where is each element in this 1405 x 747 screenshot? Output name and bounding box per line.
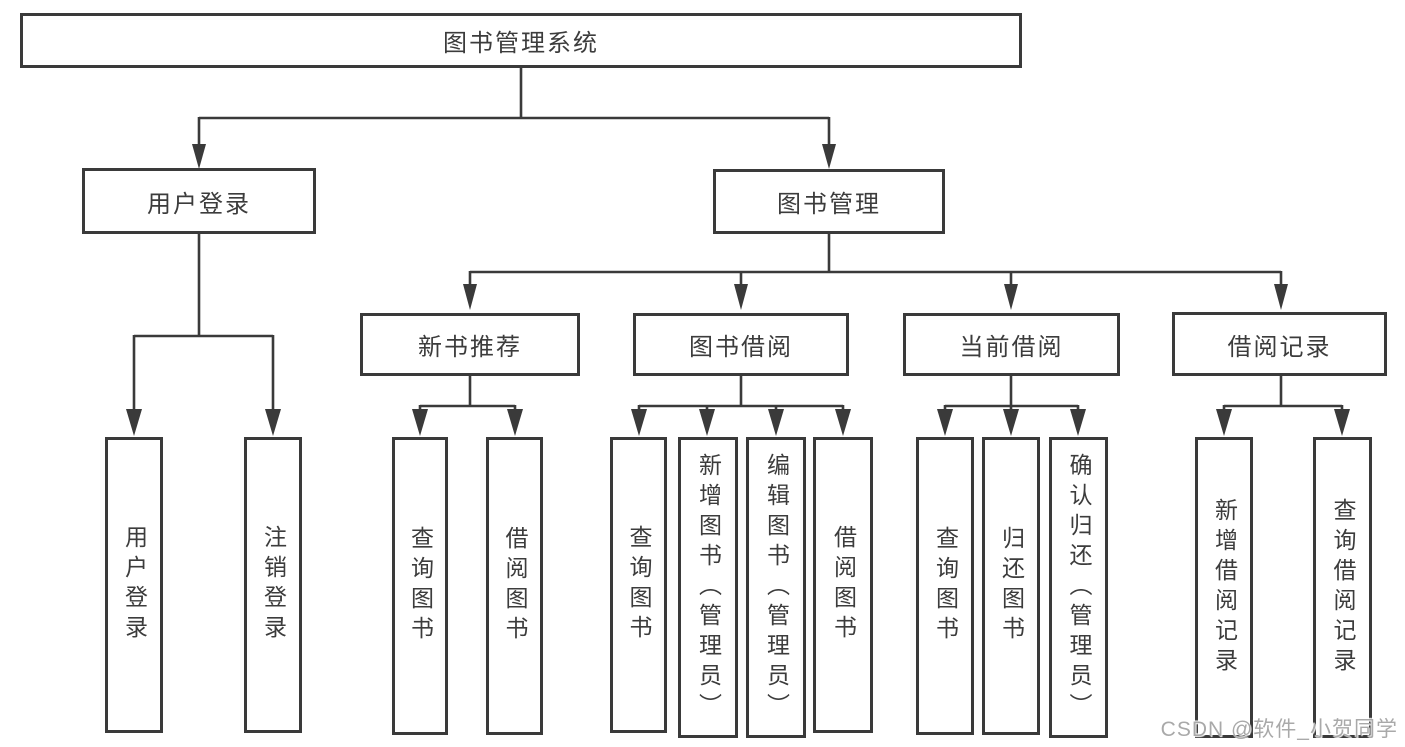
leaf-label: 编辑图书（管理员）	[763, 452, 790, 723]
node-label: 图书管理系统	[443, 30, 599, 57]
arrow-down-icon	[1004, 284, 1018, 310]
leaf-label: 新增图书（管理员）	[695, 452, 722, 723]
leaf-query-books-borrowing: 查询图书	[610, 437, 667, 733]
arrow-down-icon	[1070, 409, 1086, 436]
leaf-edit-books-admin: 编辑图书（管理员）	[746, 437, 806, 738]
leaf-logout: 注销登录	[244, 437, 302, 733]
leaf-label: 新增借阅记录	[1211, 497, 1238, 678]
node-label: 图书管理	[777, 191, 881, 218]
connector-line	[132, 234, 275, 412]
arrow-down-icon	[699, 409, 715, 436]
connectors-new-book-recommend	[412, 376, 523, 436]
arrow-down-icon	[734, 284, 748, 310]
leaf-label: 查询图书	[407, 526, 434, 646]
connector-line	[1222, 376, 1344, 412]
connector-line	[468, 234, 1283, 287]
node-new-book-recommend: 新书推荐	[360, 313, 580, 376]
arrow-down-icon	[937, 409, 953, 436]
arrow-down-icon	[1216, 409, 1232, 436]
arrow-down-icon	[507, 409, 523, 436]
leaf-label: 用户登录	[121, 525, 148, 645]
arrow-down-icon	[1003, 409, 1019, 436]
node-label: 借阅记录	[1227, 333, 1332, 361]
arrow-down-icon	[1274, 284, 1288, 310]
leaf-return-books: 归还图书	[982, 437, 1040, 735]
node-book-borrowing: 图书借阅	[633, 313, 849, 376]
node-user-login: 用户登录	[82, 168, 316, 234]
arrow-down-icon	[265, 409, 281, 436]
leaf-label: 查询图书	[932, 526, 959, 646]
connectors-current-borrowing	[937, 376, 1086, 436]
leaf-borrow-books-recommend: 借阅图书	[486, 437, 543, 735]
leaf-query-books-current: 查询图书	[916, 437, 974, 735]
node-label: 当前借阅	[959, 334, 1064, 361]
connectors-book-borrowing	[631, 376, 851, 436]
leaf-label: 确认归还（管理员）	[1066, 452, 1092, 723]
node-current-borrowing: 当前借阅	[903, 313, 1120, 376]
leaf-add-books-admin: 新增图书（管理员）	[678, 437, 738, 738]
node-library-management-system: 图书管理系统	[20, 13, 1022, 68]
connectors-borrowing-records	[1216, 376, 1350, 436]
leaf-add-borrow-record: 新增借阅记录	[1195, 437, 1253, 738]
node-label: 图书借阅	[689, 334, 793, 361]
arrow-down-icon	[412, 409, 428, 436]
arrow-down-icon	[192, 144, 206, 169]
leaf-user-login: 用户登录	[105, 437, 163, 733]
leaf-confirm-return-admin: 确认归还（管理员）	[1049, 437, 1108, 738]
connectors-user-login	[126, 234, 281, 436]
connector-line	[943, 376, 1080, 412]
arrow-down-icon	[822, 144, 836, 169]
node-book-management: 图书管理	[713, 169, 945, 234]
arrow-down-icon	[768, 409, 784, 436]
arrow-down-icon	[126, 409, 142, 436]
leaf-query-books-recommend: 查询图书	[392, 437, 448, 735]
connectors-book-management	[463, 234, 1288, 310]
leaf-label: 归还图书	[998, 526, 1025, 646]
leaf-label: 查询图书	[626, 525, 652, 645]
leaf-label: 注销登录	[260, 525, 287, 645]
node-label: 新书推荐	[418, 334, 522, 361]
arrow-down-icon	[631, 409, 647, 436]
leaf-query-borrow-record: 查询借阅记录	[1313, 437, 1372, 738]
connector-line	[197, 68, 831, 147]
arrow-down-icon	[463, 284, 477, 310]
leaf-label: 借阅图书	[502, 526, 528, 646]
connectors-root	[192, 68, 836, 169]
connector-line	[418, 376, 517, 412]
leaf-borrow-books-borrowing: 借阅图书	[813, 437, 873, 733]
leaf-label: 借阅图书	[830, 525, 857, 645]
arrow-down-icon	[1334, 409, 1350, 436]
watermark: CSDN @软件_小贺同学	[1160, 718, 1398, 741]
leaf-label: 查询借阅记录	[1330, 497, 1356, 678]
arrow-down-icon	[835, 409, 851, 436]
connector-line	[637, 376, 845, 412]
node-borrowing-records: 借阅记录	[1172, 312, 1387, 376]
node-label: 用户登录	[147, 190, 251, 218]
